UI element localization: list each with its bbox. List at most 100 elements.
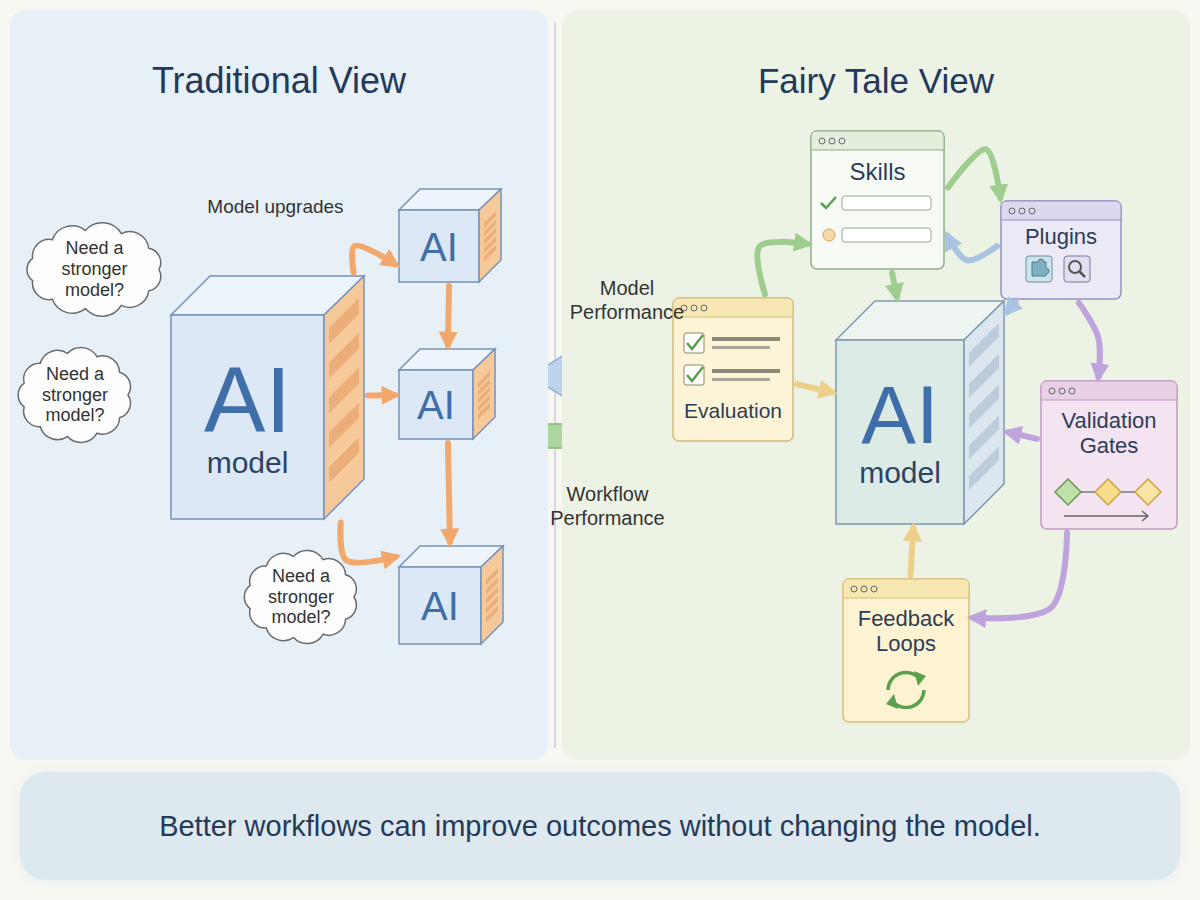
window-frame bbox=[1001, 201, 1121, 299]
node-text: Feedback Loops bbox=[846, 606, 966, 657]
cube-front bbox=[836, 340, 964, 524]
window-dot bbox=[851, 586, 857, 592]
window-dot bbox=[1059, 388, 1065, 394]
icon-tile bbox=[1064, 256, 1090, 282]
text-field bbox=[842, 196, 931, 210]
cube-front bbox=[399, 370, 473, 439]
text-holder: Feedback Loops bbox=[846, 606, 966, 657]
node-text: Validation Gates bbox=[1044, 408, 1174, 459]
recycle-head bbox=[886, 694, 898, 709]
cube-front bbox=[171, 315, 324, 519]
cube-side bbox=[964, 301, 1004, 524]
window-frame bbox=[1041, 381, 1177, 529]
model-cube: AImodel bbox=[835, 300, 1005, 525]
window-dot bbox=[701, 305, 707, 311]
text-holder: AImodel bbox=[170, 315, 325, 520]
cube-stripe bbox=[329, 298, 359, 344]
text-holder: AImodel bbox=[835, 340, 965, 525]
check-mark bbox=[687, 367, 703, 381]
window-dot bbox=[839, 138, 845, 144]
node-text: Plugins bbox=[1025, 224, 1097, 249]
recycle-icon bbox=[888, 672, 919, 690]
node-text: Need a stronger model? bbox=[30, 364, 120, 426]
node-text: AI bbox=[420, 227, 458, 267]
recycle-head bbox=[914, 671, 926, 686]
bubble-outline bbox=[27, 223, 161, 316]
node-text: AI bbox=[417, 385, 455, 425]
window-frame bbox=[843, 579, 969, 722]
window-dot bbox=[691, 305, 697, 311]
window-header bbox=[843, 579, 969, 598]
window-header bbox=[1001, 201, 1121, 220]
window-dot bbox=[1009, 208, 1015, 214]
text-holder: Skills bbox=[814, 158, 941, 186]
gate-diamond bbox=[1135, 479, 1161, 505]
status-dot bbox=[823, 229, 835, 241]
node-text: Skills bbox=[849, 158, 905, 186]
panel-title: Fairy Tale View bbox=[758, 61, 994, 101]
text-holder: Traditional View bbox=[10, 46, 548, 116]
node-text: AI bbox=[204, 354, 291, 446]
thought-bubble: Need a stronger model? bbox=[14, 345, 136, 445]
text-holder: Fairy Tale View bbox=[562, 46, 1190, 116]
gate-diamond bbox=[1055, 479, 1081, 505]
edge-label: Model upgrades bbox=[198, 196, 353, 219]
text-line bbox=[712, 369, 780, 373]
icon-tile bbox=[1026, 256, 1052, 282]
plugins-window: Plugins bbox=[1000, 200, 1122, 300]
window-header bbox=[811, 131, 944, 150]
recycle-icon bbox=[893, 690, 924, 708]
cube-stripe bbox=[329, 333, 359, 379]
window-header bbox=[1041, 381, 1177, 400]
window-shape bbox=[1000, 200, 1122, 300]
model-cube: AI bbox=[398, 348, 496, 440]
node-text: Evaluation bbox=[684, 399, 782, 423]
text-holder: AI bbox=[398, 210, 480, 283]
node-text: Need a stronger model? bbox=[256, 566, 346, 628]
model-cube: AImodel bbox=[170, 275, 365, 520]
cube-stripe bbox=[329, 368, 359, 414]
text-field bbox=[842, 228, 931, 242]
text-holder: AI bbox=[398, 370, 474, 440]
skills-window: Skills bbox=[810, 130, 945, 270]
window-dot bbox=[861, 586, 867, 592]
window-dot bbox=[829, 138, 835, 144]
cube-side bbox=[481, 546, 503, 644]
feedback-window: Feedback Loops bbox=[842, 578, 970, 723]
text-holder: AI bbox=[398, 567, 482, 645]
cube-side bbox=[324, 276, 364, 519]
check-mark bbox=[687, 335, 703, 349]
text-holder: Need a stronger model? bbox=[30, 355, 120, 435]
cube-side bbox=[479, 189, 501, 282]
window-frame bbox=[811, 131, 944, 269]
bubble-outline bbox=[18, 348, 130, 443]
check-box bbox=[684, 365, 704, 385]
check-mark bbox=[821, 197, 836, 208]
text-holder: Validation Gates bbox=[1044, 408, 1174, 459]
search-icon bbox=[1079, 271, 1085, 277]
window-dot bbox=[819, 138, 825, 144]
thought-bubble: Need a stronger model? bbox=[240, 548, 362, 646]
cube-stripe bbox=[329, 402, 359, 448]
panel: SkillsPluginsEvaluation AImodel Validation… bbox=[562, 10, 1190, 760]
window-shape bbox=[810, 130, 945, 270]
node-text: model bbox=[207, 446, 289, 481]
thought-bubble: Need a stronger model? bbox=[22, 222, 167, 317]
puzzle-icon bbox=[1032, 259, 1049, 276]
performance-label: Workflow Performance bbox=[535, 482, 680, 530]
node-text: model bbox=[859, 456, 941, 491]
performance-label: Model Performance bbox=[562, 276, 692, 324]
text-line bbox=[712, 378, 770, 381]
text-line bbox=[712, 337, 780, 341]
panel-title: Traditional View bbox=[152, 60, 406, 101]
validation-window: Validation Gates bbox=[1040, 380, 1178, 530]
cube-stripe bbox=[969, 446, 999, 490]
window-frame bbox=[673, 298, 793, 441]
cube-front bbox=[399, 567, 481, 644]
text-line bbox=[712, 346, 770, 349]
node-text: AI bbox=[421, 586, 459, 626]
cube-stripe bbox=[486, 606, 498, 623]
panel: AImodelAIAIAINeed a stronger model?Need … bbox=[10, 10, 548, 760]
bubble-outline bbox=[244, 550, 356, 643]
